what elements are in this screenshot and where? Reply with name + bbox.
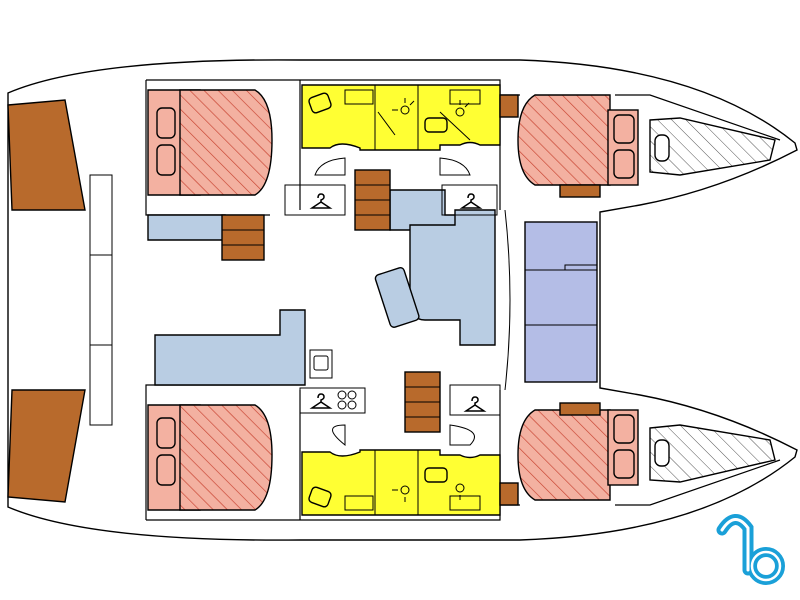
wood-trim — [559, 402, 601, 416]
cabin-bed-forward-top — [147, 89, 273, 196]
interior-walls — [145, 79, 781, 521]
stairs-forward — [221, 214, 265, 261]
foredeck-bench — [89, 174, 113, 426]
aft-storage-bottom — [649, 424, 776, 483]
bathroom-top — [301, 84, 501, 151]
bathroom-bottom — [301, 449, 501, 516]
saloon-seating-top — [147, 214, 226, 241]
shower-icon — [455, 100, 470, 117]
cabin-bed-aft-bottom — [517, 409, 639, 501]
transom-step — [504, 209, 511, 391]
saloon-table — [374, 267, 420, 328]
shower-icon — [392, 485, 410, 502]
wood-trim — [499, 94, 519, 118]
aft-storage-top — [649, 117, 776, 176]
cockpit-seating — [524, 221, 598, 383]
stairs-bottom — [404, 371, 441, 433]
shower-icon — [455, 483, 465, 500]
toilet-icon — [654, 439, 670, 467]
sink-icon — [309, 349, 333, 379]
toilet-icon — [424, 467, 448, 483]
toilet-icon — [308, 486, 332, 508]
wardrobe — [284, 184, 346, 216]
wood-trim — [499, 482, 519, 506]
cabin-bed-aft-top — [517, 94, 639, 186]
cabin-bed-forward-bottom — [147, 404, 273, 511]
wood-trim — [559, 184, 601, 198]
bow-wood-top — [7, 99, 86, 211]
toilet-icon — [308, 92, 332, 114]
galley-counter — [154, 309, 306, 386]
stove-icon — [299, 387, 366, 414]
wardrobe — [449, 384, 501, 416]
toilet-icon — [424, 117, 448, 133]
stairs-top — [354, 169, 391, 231]
toilet-icon — [654, 134, 670, 162]
shower-icon — [392, 98, 415, 115]
wardrobe — [441, 184, 498, 216]
brand-b-logo — [716, 514, 785, 585]
bow-wood-bottom — [7, 389, 86, 503]
